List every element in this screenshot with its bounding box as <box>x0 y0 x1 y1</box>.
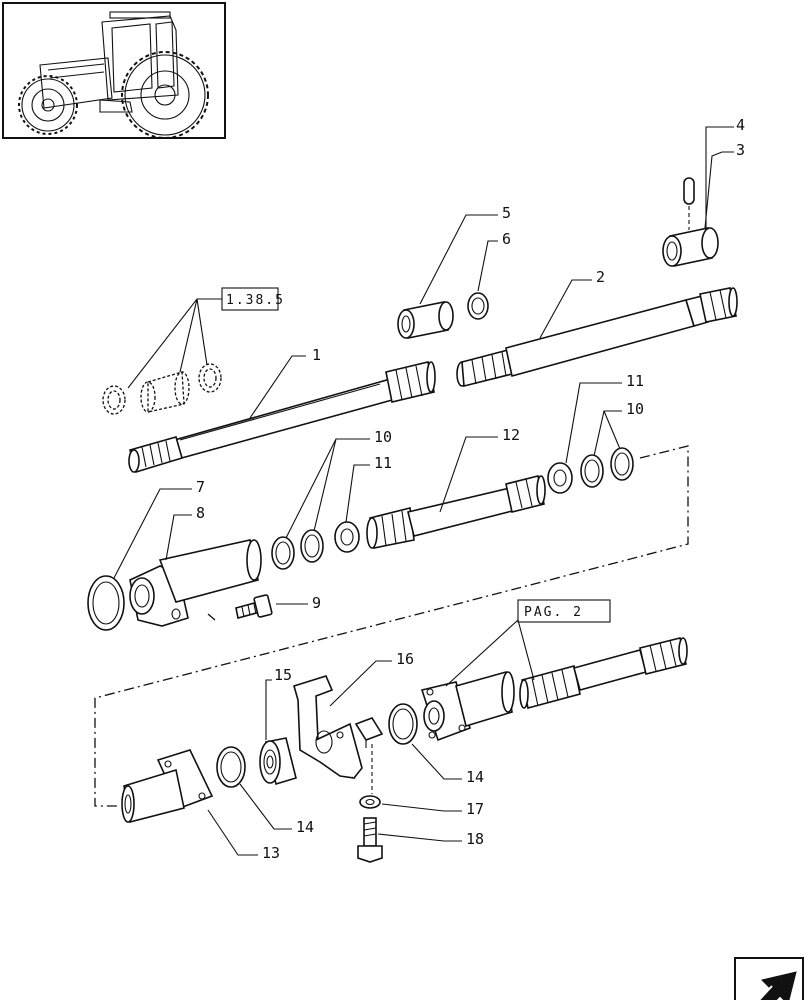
callout-3[interactable]: 3 <box>736 141 745 159</box>
circlip-part-6 <box>467 292 489 320</box>
tractor-thumbnail[interactable] <box>2 2 226 139</box>
snap-ring-part-11-right <box>547 462 573 494</box>
o-ring-part-14-right <box>388 703 418 745</box>
bolt-part-18 <box>357 817 383 863</box>
callout-5[interactable]: 5 <box>502 204 511 222</box>
pin-part-4 <box>683 177 695 230</box>
sleeve-part-3 <box>662 227 719 267</box>
callout-7[interactable]: 7 <box>196 478 205 496</box>
callout-14-right[interactable]: 14 <box>466 768 484 786</box>
assembly-outline <box>94 445 689 807</box>
callout-18[interactable]: 18 <box>466 830 484 848</box>
callout-15[interactable]: 15 <box>274 666 292 684</box>
callout-13[interactable]: 13 <box>262 844 280 862</box>
o-rings-part-10-left <box>271 529 324 570</box>
callout-17[interactable]: 17 <box>466 800 484 818</box>
callout-1[interactable]: 1 <box>312 346 321 364</box>
callout-2[interactable]: 2 <box>596 268 605 286</box>
callout-6[interactable]: 6 <box>502 230 511 248</box>
sleeve-part-13 <box>121 749 214 823</box>
next-page-arrow-icon[interactable] <box>734 957 804 1000</box>
o-ring-part-14-left <box>216 746 246 788</box>
callout-14-left[interactable]: 14 <box>296 818 314 836</box>
coupling-part-5 <box>397 301 454 339</box>
ref-group-1-38-5 <box>102 363 222 415</box>
shaft-part-1 <box>128 361 436 474</box>
bracket-part-16 <box>293 675 384 794</box>
shaft-part-12 <box>366 475 546 549</box>
callout-12[interactable]: 12 <box>502 426 520 444</box>
shaft-part-2 <box>456 287 738 388</box>
housing-part-8 <box>129 539 262 627</box>
ref-box-pag-2[interactable] <box>517 599 611 623</box>
ref-group-pag-2 <box>420 637 688 742</box>
snap-ring-part-11-left <box>334 521 360 553</box>
callout-8[interactable]: 8 <box>196 504 205 522</box>
callout-10-right[interactable]: 10 <box>626 400 644 418</box>
o-ring-part-7 <box>87 575 125 631</box>
washer-part-17 <box>359 795 381 809</box>
callout-10-left[interactable]: 10 <box>374 428 392 446</box>
callout-9[interactable]: 9 <box>312 594 321 612</box>
callout-11-right[interactable]: 11 <box>626 372 644 390</box>
o-rings-part-10-right <box>580 447 634 488</box>
bearing-part-15 <box>259 737 297 786</box>
ref-label-1-38-5[interactable]: 1.38.5 <box>226 293 285 308</box>
bolt-part-9 <box>235 594 273 619</box>
ref-label-pag-2[interactable]: PAG. 2 <box>524 605 583 620</box>
callout-16[interactable]: 16 <box>396 650 414 668</box>
callout-11-left[interactable]: 11 <box>374 454 392 472</box>
callout-4[interactable]: 4 <box>736 116 745 134</box>
